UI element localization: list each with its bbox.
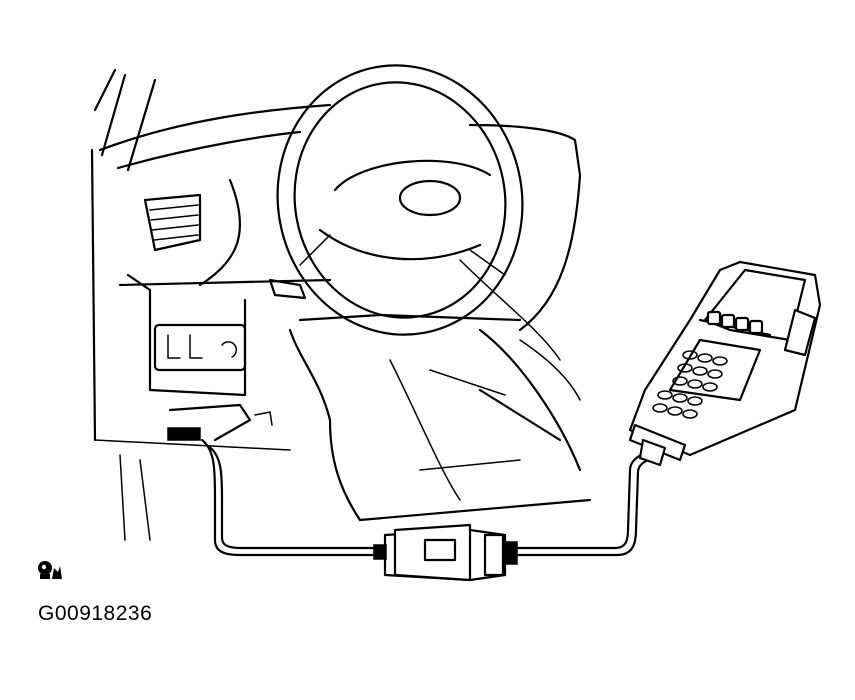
cable-left xyxy=(200,438,380,557)
switch-panel xyxy=(153,323,247,372)
cable-adapter xyxy=(373,523,518,582)
a-pillar xyxy=(90,68,157,442)
keypad xyxy=(652,350,728,419)
note-bulb-icon xyxy=(38,561,62,579)
dashboard xyxy=(94,103,592,541)
hand-held-tester xyxy=(628,260,822,467)
figure-id: G00918236 xyxy=(38,602,153,625)
cable-right xyxy=(515,448,657,557)
air-vent xyxy=(143,193,202,252)
steering-wheel xyxy=(268,64,524,336)
lower-trim xyxy=(167,403,273,442)
